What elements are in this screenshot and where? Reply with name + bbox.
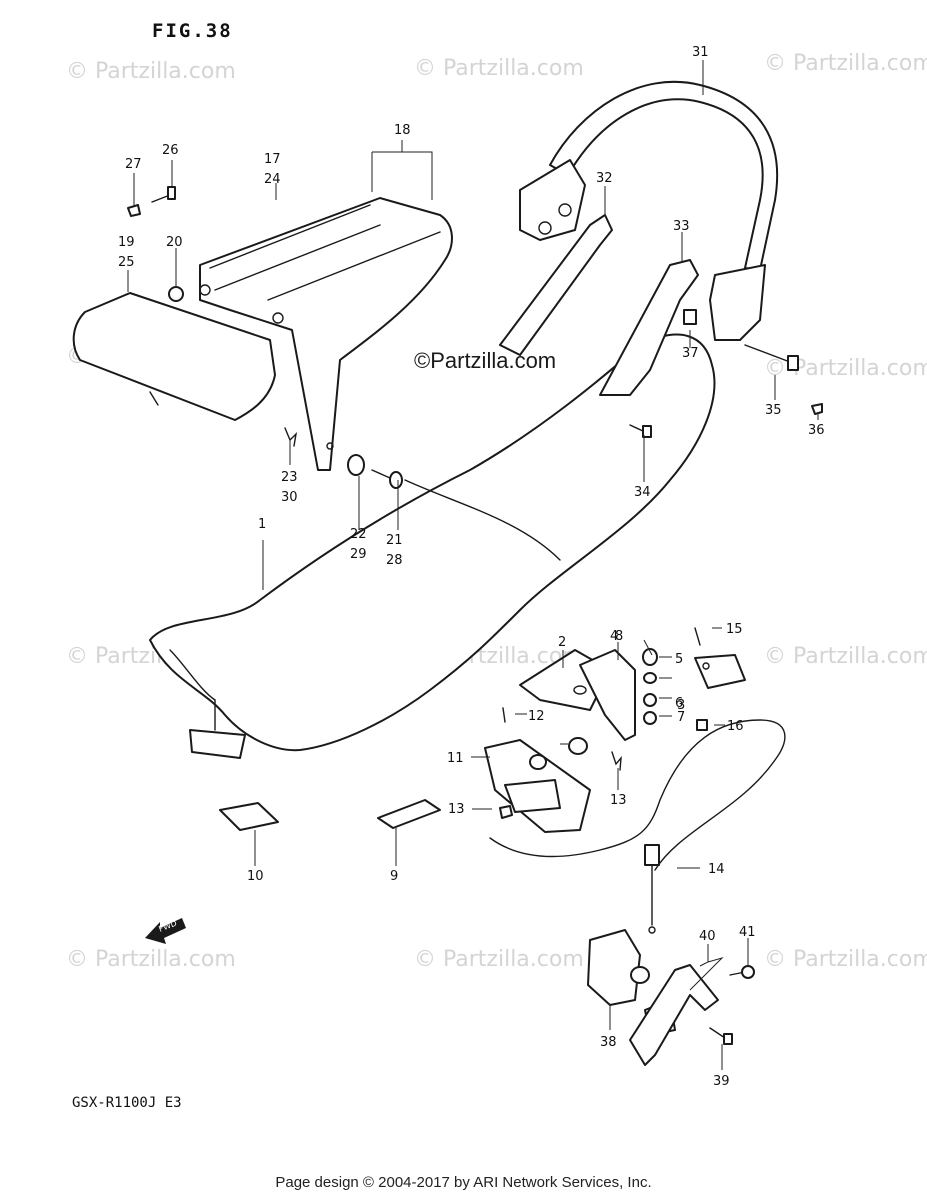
watermark-text: © Partzilla.com [414, 56, 584, 81]
bracket-40 [629, 964, 719, 1066]
washer-3 [643, 672, 657, 684]
callout-number: 36 [808, 423, 825, 438]
cable-holder [694, 627, 746, 731]
footer-copyright: Page design © 2004-2017 by ARI Network S… [275, 1174, 652, 1191]
cushion-4 [642, 648, 658, 666]
center-watermark: ©Partzilla.com [414, 348, 556, 373]
callout-number: 1 [258, 517, 266, 532]
callout-number: 29 [350, 547, 367, 562]
callout-number: 26 [162, 143, 179, 158]
callout-number: 35 [765, 403, 782, 418]
callout-number: 32 [596, 171, 613, 186]
callout-number: 20 [166, 235, 183, 250]
callout-number: 8 [615, 629, 623, 644]
callout-number: 31 [692, 45, 709, 60]
nut-6 [643, 711, 657, 725]
callout-number: 23 [281, 470, 298, 485]
bolt-35 [744, 344, 799, 371]
bracket-33 [599, 259, 699, 396]
callout-number: 14 [708, 862, 725, 877]
callout-number: 5 [675, 652, 683, 667]
callout-number: 2 [558, 635, 566, 650]
bolt-39 [709, 1027, 733, 1045]
bolt-34 [629, 424, 652, 438]
watermark-text: © Partzilla.com [764, 51, 927, 76]
watermark-text: © Partzilla.com [764, 947, 927, 972]
callout-number: 11 [447, 751, 464, 766]
callout-number: 13 [610, 793, 627, 808]
callout-number: 18 [394, 123, 411, 138]
callout-number: 27 [125, 157, 142, 172]
grommet [168, 286, 184, 302]
callout-number: 41 [739, 925, 756, 940]
callout-number: 15 [726, 622, 743, 637]
clip-13b [611, 751, 622, 771]
callout-number: 3 [677, 698, 685, 713]
callout-number: 22 [350, 527, 367, 542]
callout-number: 4 [610, 629, 618, 644]
callout-layer: 1234567891011121313141516172418192520212… [118, 45, 825, 1089]
figure-title: FIG.38 [152, 20, 233, 42]
forward-arrow-icon: FWD [145, 918, 186, 944]
watermark-text: © Partzilla.com [414, 947, 584, 972]
callout-number: 25 [118, 255, 135, 270]
side-cover [199, 197, 453, 471]
watermark-text: © Partzilla.com [66, 59, 236, 84]
callout-number: 30 [281, 490, 298, 505]
clip-23 [284, 427, 298, 447]
callout-number: 9 [390, 869, 398, 884]
callout-number: 17 [264, 152, 281, 167]
seat-pad [72, 292, 276, 421]
callout-number: 16 [727, 719, 744, 734]
spacer-37 [683, 309, 697, 325]
callout-number: 19 [118, 235, 135, 250]
callout-number: 10 [247, 869, 264, 884]
bracket-32 [499, 214, 613, 356]
callout-number: 37 [682, 346, 699, 361]
callout-number: 21 [386, 533, 403, 548]
nut-13a [499, 805, 513, 819]
washer-5 [643, 693, 657, 707]
seat-lock-cable [489, 719, 786, 934]
plate-9 [377, 799, 441, 829]
grab-handle [519, 80, 779, 341]
seat-lock [484, 737, 591, 833]
callout-number: 13 [448, 802, 465, 817]
nut-36 [811, 403, 823, 415]
seat-lock-bracket [519, 649, 636, 741]
callout-number: 39 [713, 1074, 730, 1089]
washer-screw [347, 454, 403, 489]
callout-number: 24 [264, 172, 281, 187]
bolt-41 [729, 965, 755, 979]
callout-number: 40 [699, 929, 716, 944]
callout-number: 38 [600, 1035, 617, 1050]
nut-27 [127, 204, 141, 217]
callout-number: 12 [528, 709, 545, 724]
callout-number: 6 [675, 696, 683, 711]
bolt-26 [151, 186, 176, 203]
watermark-text: © Partzilla.com [66, 947, 236, 972]
callout-number: 7 [677, 710, 685, 725]
seat [149, 333, 716, 759]
watermark-text: © Partzilla.com [764, 644, 927, 669]
pad-10 [219, 802, 279, 831]
callout-number: 34 [634, 485, 651, 500]
callout-number: 33 [673, 219, 690, 234]
callout-number: 28 [386, 553, 403, 568]
model-label: GSX-R1100J E3 [72, 1095, 182, 1111]
bolt-12 [502, 707, 506, 723]
